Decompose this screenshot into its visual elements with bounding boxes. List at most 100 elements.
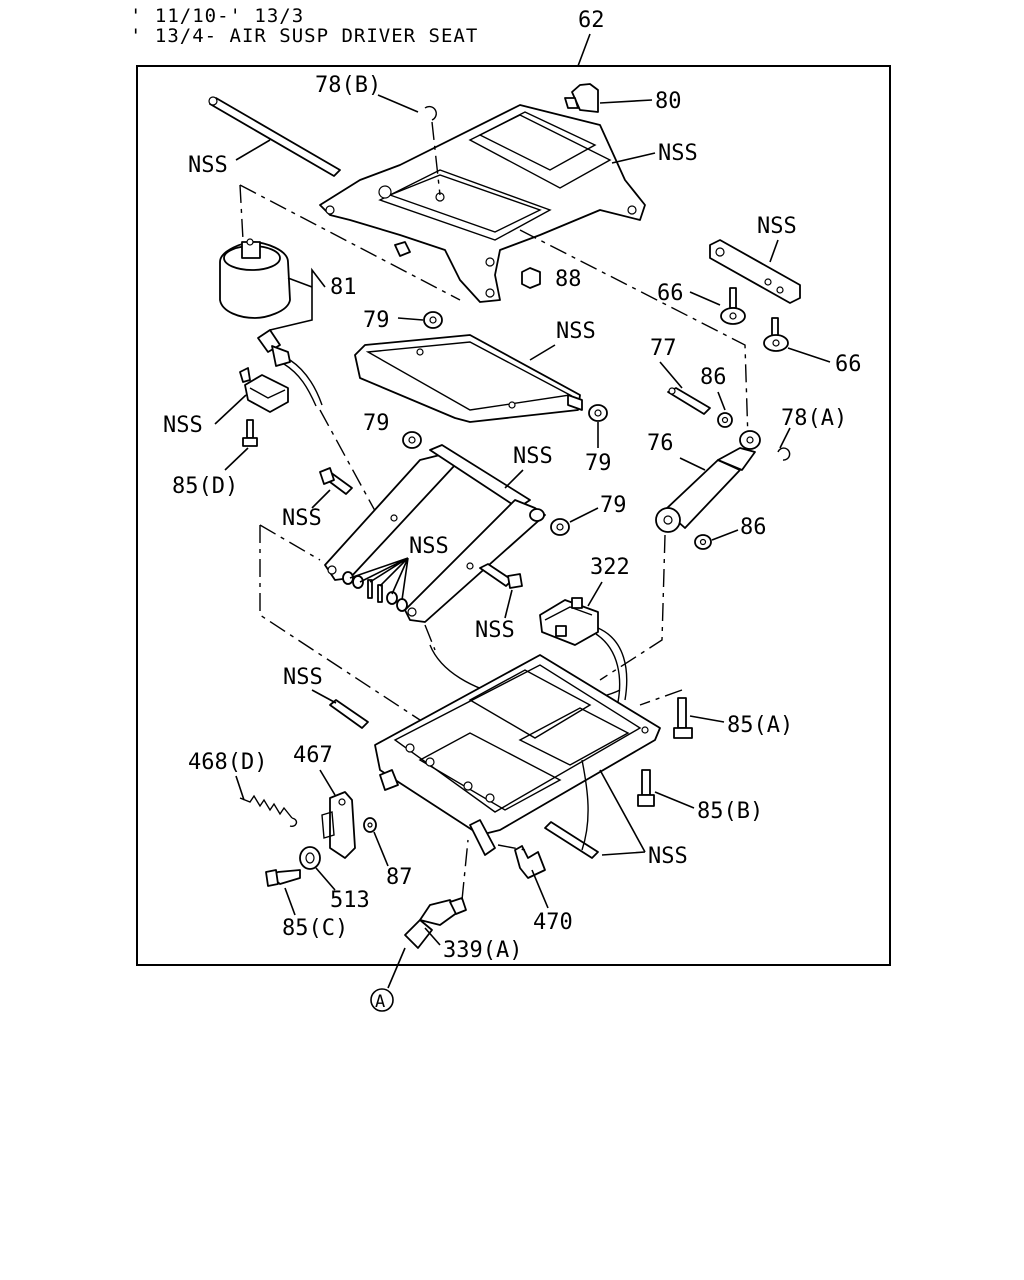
pin-77 bbox=[667, 387, 711, 415]
long-rod bbox=[208, 96, 341, 177]
leader-85a bbox=[689, 715, 725, 723]
callout-nss-cradle: NSS bbox=[556, 319, 596, 344]
centerline-e bbox=[259, 524, 421, 721]
bushing-79-a bbox=[423, 311, 443, 329]
callout-79-a: 79 bbox=[363, 308, 390, 333]
callout-79-d: 79 bbox=[600, 493, 627, 518]
leader-66-upper bbox=[689, 291, 721, 306]
callout-88: 88 bbox=[555, 267, 582, 292]
leader-78a bbox=[779, 427, 791, 449]
scissor-arm-assembly bbox=[324, 444, 546, 623]
callout-66-upper: 66 bbox=[657, 281, 684, 306]
leader-470 bbox=[531, 869, 549, 909]
callout-79-b: 79 bbox=[585, 451, 612, 476]
washer-87 bbox=[363, 817, 377, 833]
bolt-85b bbox=[637, 769, 655, 807]
callout-76: 76 bbox=[647, 431, 674, 456]
bumper-80 bbox=[564, 83, 599, 113]
air-fitting bbox=[257, 329, 323, 407]
arm-bolt-2 bbox=[479, 563, 523, 589]
leader-86-a bbox=[717, 391, 726, 411]
spring-468d bbox=[239, 794, 298, 828]
leader-81 bbox=[269, 267, 326, 331]
e-clip-78b bbox=[424, 105, 437, 121]
bushing-513 bbox=[299, 846, 321, 870]
base-frame bbox=[374, 654, 661, 856]
leader-nss-bracket bbox=[769, 239, 779, 263]
callout-87: 87 bbox=[386, 865, 413, 890]
callout-78b: 78(B) bbox=[315, 73, 381, 98]
e-clip-78a bbox=[777, 447, 791, 461]
centerline-a bbox=[239, 184, 461, 301]
leader-513 bbox=[315, 867, 336, 891]
lever-plate-467 bbox=[321, 791, 356, 859]
callout-nss-bolt2: NSS bbox=[475, 618, 515, 643]
bolt-85a bbox=[673, 697, 693, 739]
connector-a-circle bbox=[370, 988, 394, 1012]
callout-nss-rod: NSS bbox=[188, 153, 228, 178]
leader-nss-arm bbox=[504, 469, 524, 489]
connector-a-label: A bbox=[375, 992, 385, 1012]
bolt-66-upper bbox=[720, 287, 746, 325]
callout-62: 62 bbox=[578, 8, 605, 33]
centerline-78b bbox=[431, 121, 441, 196]
centerline-g bbox=[639, 689, 683, 706]
air-spring-81 bbox=[219, 238, 291, 319]
leader-322 bbox=[587, 581, 603, 607]
centerline-c bbox=[239, 184, 244, 241]
callout-nss-bolt: NSS bbox=[282, 506, 322, 531]
callout-85a: 85(A) bbox=[727, 713, 793, 738]
base-pin bbox=[329, 699, 369, 729]
leader-78b bbox=[377, 94, 419, 113]
leader-nss-pins bbox=[349, 557, 409, 601]
callout-78a: 78(A) bbox=[781, 406, 847, 431]
leader-467 bbox=[319, 769, 336, 796]
callout-nss-pin: NSS bbox=[283, 665, 323, 690]
callout-470: 470 bbox=[533, 910, 573, 935]
bracket-470 bbox=[514, 845, 546, 879]
centerline-f bbox=[424, 624, 436, 651]
hose-line bbox=[319, 409, 381, 521]
upper-seat-frame bbox=[319, 104, 646, 303]
callout-86-b: 86 bbox=[740, 515, 767, 540]
bushing-79-c bbox=[402, 431, 422, 449]
diagram-frame bbox=[136, 65, 891, 966]
cradle-plate bbox=[354, 334, 583, 423]
leader-339a bbox=[424, 927, 441, 946]
leader-85c bbox=[284, 887, 296, 916]
leader-nss-pin bbox=[311, 689, 337, 704]
arm-bolt bbox=[319, 467, 353, 495]
leader-nss-box bbox=[214, 394, 247, 425]
leader-nss-bolt2 bbox=[504, 589, 513, 619]
fitting-339a bbox=[404, 897, 467, 949]
callout-nss-box: NSS bbox=[163, 413, 203, 438]
side-bracket bbox=[709, 239, 801, 304]
shock-absorber-76 bbox=[655, 430, 761, 533]
callout-nss-top: NSS bbox=[658, 141, 698, 166]
leader-62 bbox=[577, 33, 591, 67]
callout-77: 77 bbox=[650, 336, 677, 361]
callout-nss-base: NSS bbox=[648, 844, 688, 869]
leader-85b bbox=[654, 791, 695, 809]
leader-nss-rod bbox=[235, 139, 271, 161]
leader-85d bbox=[224, 447, 249, 471]
leader-nss-bolt bbox=[311, 489, 331, 509]
leader-86-b bbox=[711, 529, 739, 541]
bolt-66-lower bbox=[763, 317, 789, 352]
leader-nss-top bbox=[611, 152, 656, 164]
leader-77 bbox=[659, 361, 683, 389]
callout-86-a: 86 bbox=[700, 365, 727, 390]
callout-81: 81 bbox=[330, 275, 357, 300]
leader-79-a bbox=[397, 317, 424, 321]
leader-nss-cradle bbox=[529, 344, 556, 361]
leader-nss-base bbox=[599, 769, 646, 856]
callout-80: 80 bbox=[655, 89, 682, 114]
header-title: ' 13/4- AIR SUSP DRIVER SEAT bbox=[130, 25, 478, 47]
callout-79-c: 79 bbox=[363, 411, 390, 436]
bolt-85d bbox=[242, 419, 258, 447]
callout-85b: 85(B) bbox=[697, 799, 763, 824]
callout-nss-pins: NSS bbox=[409, 534, 449, 559]
valve-322 bbox=[539, 597, 628, 703]
base-long-pin bbox=[544, 821, 599, 859]
centerline-d bbox=[599, 534, 666, 681]
